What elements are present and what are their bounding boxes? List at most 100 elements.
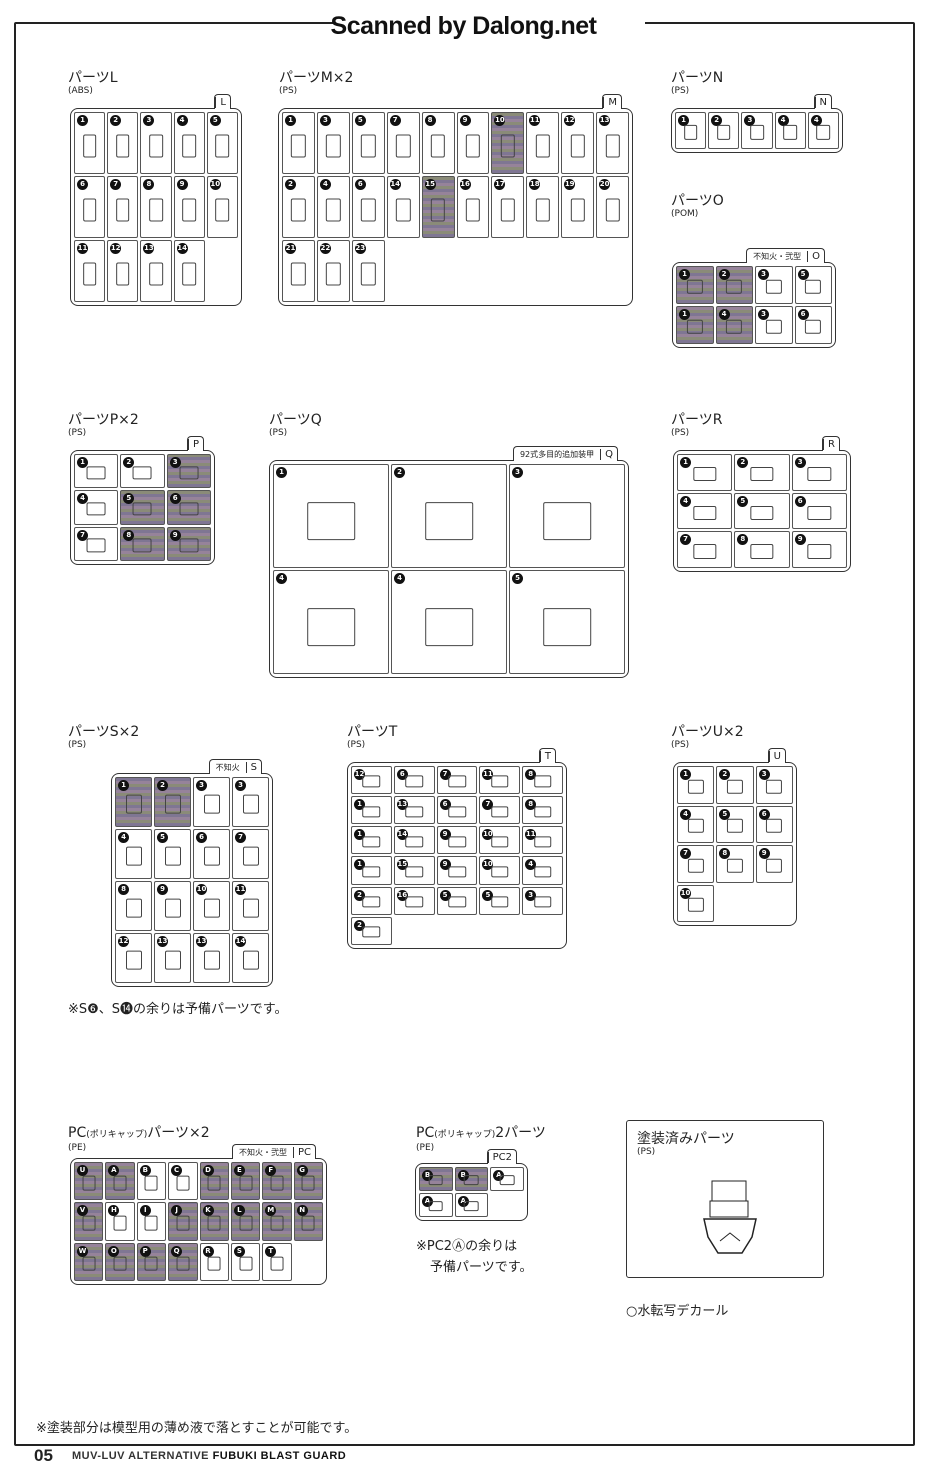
part-outline-icon bbox=[405, 805, 423, 818]
part-outline-icon bbox=[291, 262, 306, 286]
part-number-badge: 3 bbox=[319, 115, 331, 126]
part-outline-icon bbox=[428, 1175, 444, 1185]
part-cell: 13 bbox=[393, 796, 435, 825]
part-outline-icon bbox=[149, 198, 163, 222]
part-number-badge: 3 bbox=[169, 457, 181, 468]
pc2-spare-note-line1: ※PC2Ⓐの余りは bbox=[416, 1239, 518, 1254]
sprue-tag: R bbox=[822, 436, 840, 451]
part-number-badge: 9 bbox=[758, 848, 770, 859]
part-cell: T bbox=[262, 1242, 292, 1281]
part-number-badge: 9 bbox=[439, 829, 451, 841]
part-cell: A bbox=[419, 1193, 453, 1217]
part-cell: B bbox=[419, 1167, 453, 1191]
part-cell: 15 bbox=[421, 176, 455, 238]
part-outline-icon bbox=[133, 538, 152, 553]
part-outline-icon bbox=[203, 794, 220, 814]
part-cell: 4 bbox=[391, 570, 507, 674]
part-outline-icon bbox=[425, 502, 473, 540]
sprue-tag: T bbox=[538, 748, 556, 763]
part-cell: 8 bbox=[734, 531, 790, 568]
part-outline-icon bbox=[765, 319, 782, 335]
part-outline-icon bbox=[144, 1256, 158, 1271]
part-cell: 9 bbox=[755, 845, 793, 883]
part-cell: 11 bbox=[232, 881, 269, 931]
part-cell: 3 bbox=[140, 112, 172, 174]
part-cell: 14 bbox=[386, 176, 420, 238]
part-outline-icon bbox=[499, 1175, 515, 1185]
sprue-material: (PS) bbox=[279, 86, 298, 96]
sprue-material: (PS) bbox=[671, 428, 690, 438]
part-outline-icon bbox=[307, 502, 355, 540]
part-cell: 5 bbox=[509, 570, 625, 674]
sprue-title-text: パーツT bbox=[347, 724, 398, 740]
part-cell: E bbox=[230, 1162, 261, 1201]
part-cell: 14 bbox=[232, 933, 269, 983]
part-outline-icon bbox=[428, 1201, 444, 1211]
painted-head-part-illustration bbox=[703, 1180, 757, 1254]
part-number-badge: 14 bbox=[389, 179, 401, 190]
part-number-badge: 8 bbox=[737, 534, 749, 546]
footer-product: FUBUKI BLAST GUARD bbox=[212, 1450, 347, 1462]
sprue-title-text: PC bbox=[68, 1125, 87, 1141]
part-cell: 5 bbox=[206, 112, 238, 174]
part-outline-icon bbox=[448, 866, 466, 878]
part-cell: 1 bbox=[677, 454, 733, 491]
part-outline-icon bbox=[570, 134, 585, 158]
part-outline-icon bbox=[491, 866, 509, 878]
part-number-badge: I bbox=[139, 1205, 151, 1217]
part-number-badge: S bbox=[233, 1245, 245, 1257]
sprue-tag-letter: L bbox=[215, 96, 230, 108]
part-cell: 4 bbox=[677, 805, 715, 843]
part-outline-icon bbox=[361, 198, 376, 222]
part-outline-icon bbox=[125, 846, 142, 866]
part-outline-icon bbox=[133, 466, 152, 480]
part-outline-icon bbox=[805, 319, 822, 335]
part-cell: 19 bbox=[561, 176, 595, 238]
part-number-badge: 3 bbox=[525, 889, 537, 901]
part-outline-icon bbox=[207, 1256, 221, 1271]
part-cell: 1 bbox=[74, 112, 106, 174]
painted-parts-material: (PS) bbox=[637, 1147, 656, 1157]
sprue-material: (PS) bbox=[68, 740, 87, 750]
part-number-badge: 4 bbox=[777, 115, 789, 126]
part-number-badge: 1 bbox=[118, 780, 129, 791]
part-outline-icon bbox=[405, 896, 423, 908]
decal-note: ○水転写デカール bbox=[626, 1304, 729, 1319]
footer-title: MUV-LUV ALTERNATIVE FUBUKI BLAST GUARD bbox=[72, 1450, 346, 1462]
part-outline-icon bbox=[203, 846, 220, 866]
part-outline-icon bbox=[179, 538, 199, 553]
sprue-material: (PE) bbox=[416, 1143, 435, 1153]
part-number-badge: 1 bbox=[680, 457, 691, 468]
part-cell: 4 bbox=[74, 490, 119, 525]
part-outline-icon bbox=[82, 1175, 96, 1191]
part-outline-icon bbox=[687, 779, 704, 794]
sprue-tag-label: 不知火 bbox=[215, 762, 240, 772]
part-cell: 4 bbox=[316, 176, 350, 238]
part-outline-icon bbox=[716, 125, 731, 140]
part-cell: 1 bbox=[351, 826, 392, 855]
part-cell: 23 bbox=[351, 240, 385, 302]
part-number-badge: 2 bbox=[123, 457, 135, 468]
part-outline-icon bbox=[133, 502, 152, 516]
part-cell: U bbox=[74, 1162, 104, 1201]
part-number-badge: 4 bbox=[319, 179, 331, 190]
sprue-tag-letter: M bbox=[603, 96, 621, 108]
part-cell: 4 bbox=[115, 829, 152, 879]
part-cell: I bbox=[136, 1202, 167, 1241]
part-outline-icon bbox=[176, 1175, 190, 1191]
part-cell: 5 bbox=[734, 492, 790, 530]
part-cell: 7 bbox=[479, 796, 521, 825]
part-number-badge: 8 bbox=[118, 884, 129, 895]
part-cell: 17 bbox=[491, 176, 525, 238]
part-outline-icon bbox=[176, 1256, 190, 1271]
part-outline-icon bbox=[570, 198, 585, 222]
part-number-badge: W bbox=[77, 1245, 88, 1257]
part-number-badge: B bbox=[457, 1170, 469, 1181]
part-number-badge: 7 bbox=[235, 832, 246, 843]
part-outline-icon bbox=[491, 836, 509, 848]
part-outline-icon bbox=[464, 1175, 479, 1185]
sprue-tag: U bbox=[767, 748, 786, 763]
part-outline-icon bbox=[766, 779, 783, 794]
